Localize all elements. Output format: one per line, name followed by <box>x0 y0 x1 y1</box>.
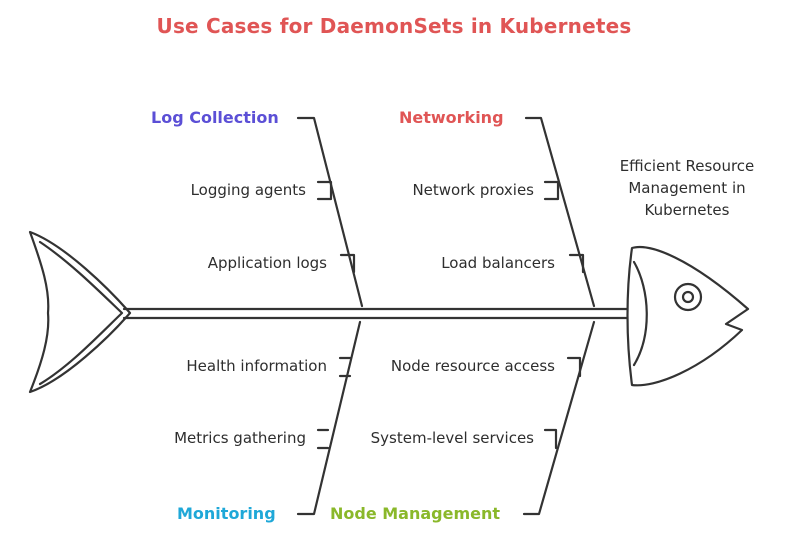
diagram-title: Use Cases for DaemonSets in Kubernetes <box>156 14 632 38</box>
category-label: Monitoring <box>177 504 276 523</box>
fish-spine <box>122 307 634 320</box>
tick-load-balancers <box>568 253 585 274</box>
cause-health-information: Health information <box>186 357 327 375</box>
bone-monitoring <box>296 320 362 516</box>
tick-health-information <box>338 356 352 378</box>
cause-system-level-services: System-level services <box>370 429 534 447</box>
cause-network-proxies: Network proxies <box>412 181 534 199</box>
category-label: Log Collection <box>151 108 279 127</box>
tick-application-logs <box>339 253 356 274</box>
tick-system-level-services <box>543 428 558 450</box>
bone-node-management <box>522 320 596 516</box>
cause-metrics-gathering: Metrics gathering <box>174 429 306 447</box>
category-node-management: Node Management <box>330 504 500 523</box>
effect-label: Efficient Resource Management in Kuberne… <box>619 157 755 219</box>
bone-networking <box>524 116 596 308</box>
cause-node-resource-access: Node resource access <box>390 357 555 375</box>
category-log-collection: Log Collection <box>151 108 279 127</box>
category-label: Networking <box>399 108 504 127</box>
fish-tail-inner <box>38 240 124 386</box>
tick-logging-agents <box>316 180 333 201</box>
category-monitoring: Monitoring <box>177 504 276 523</box>
tick-node-resource-access <box>566 356 582 378</box>
category-label: Node Management <box>330 504 501 523</box>
category-networking: Networking <box>399 108 504 127</box>
fish-gill <box>632 260 648 367</box>
fish-eye-outer <box>673 282 703 312</box>
fish-head <box>626 246 750 387</box>
tick-metrics-gathering <box>316 428 330 450</box>
fish-tail <box>28 230 132 394</box>
cause-logging-agents: Logging agents <box>190 181 306 199</box>
cause-load-balancers: Load balancers <box>441 254 555 272</box>
cause-application-logs: Application logs <box>207 254 327 272</box>
fish-eye-inner <box>681 290 695 304</box>
bone-log-collection <box>296 116 364 308</box>
tick-network-proxies <box>543 180 560 201</box>
